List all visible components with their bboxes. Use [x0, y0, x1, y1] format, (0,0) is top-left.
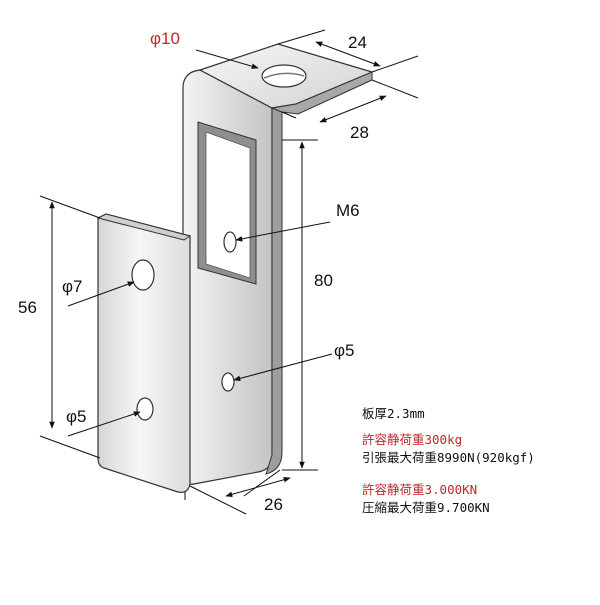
top-hole: [261, 64, 307, 88]
label-height-short: 56: [18, 298, 37, 317]
label-hole-lower-right: φ5: [334, 341, 354, 360]
back-plate-edge: [265, 107, 283, 475]
spec-allowable-load-1: 許容静荷重300kg: [362, 432, 463, 447]
label-hole-lower-left: φ5: [66, 407, 86, 426]
label-hole-upper-left: φ7: [62, 277, 82, 296]
m6-hole: [223, 231, 237, 253]
spec-max-tensile: 引張最大荷重8990N(920kgf): [362, 450, 535, 465]
label-hole-top: φ10: [150, 29, 180, 48]
label-width-bottom: 26: [264, 495, 283, 514]
front-plate: [97, 213, 191, 493]
label-depth-top: 28: [350, 123, 369, 142]
front-lower-hole: [136, 397, 154, 421]
front-plate-top-edge: [96, 213, 192, 241]
front-upper-hole: [131, 259, 155, 291]
spec-allowable-load-2: 許容静荷重3.000KN: [362, 482, 478, 497]
spec-thickness: 板厚2.3mm: [362, 406, 425, 421]
label-bolt: M6: [336, 201, 360, 220]
label-height-long: 80: [314, 271, 333, 290]
spec-max-compression: 圧縮最大荷重9.700KN: [362, 500, 490, 515]
label-width-top: 24: [348, 33, 367, 52]
back-lower-hole: [221, 372, 235, 392]
